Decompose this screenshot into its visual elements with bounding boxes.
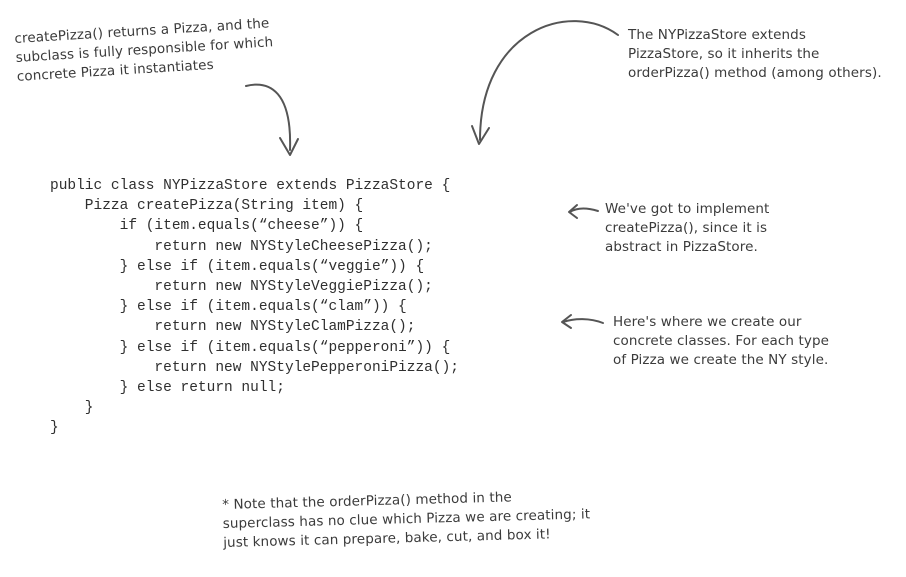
note-line: Here's where we create our: [613, 314, 802, 330]
arrow-implement: [569, 207, 599, 213]
code-line: return new NYStyleVeggiePizza();: [50, 279, 433, 296]
code-line: } else return null;: [50, 380, 285, 397]
arrowhead-concrete: [561, 314, 572, 329]
note-line: PizzaStore, so it inherits the: [628, 46, 820, 62]
code-line: public class NYPizzaStore extends PizzaS…: [50, 178, 451, 194]
code-line: }: [50, 420, 59, 437]
code-line: } else if (item.equals(“veggie”)) {: [50, 258, 425, 275]
code-listing: public class NYPizzaStore extends PizzaS…: [50, 176, 459, 439]
code-line: }: [50, 400, 94, 417]
footnote: * Note that the orderPizza() method in t…: [222, 486, 591, 553]
code-line: } else if (item.equals(“pepperoni”)) {: [50, 339, 451, 356]
note-line: abstract in PizzaStore.: [605, 239, 758, 255]
arrowhead-implement: [568, 204, 578, 219]
arrowhead-extends: [471, 125, 490, 145]
code-line: Pizza createPizza(String item) {: [50, 198, 364, 215]
note-line: The NYPizzaStore extends: [628, 27, 806, 43]
note-extends: The NYPizzaStore extends PizzaStore, so …: [628, 26, 882, 83]
note-line: We've got to implement: [605, 201, 770, 217]
code-line: } else if (item.equals(“clam”)) {: [50, 299, 407, 316]
code-line: if (item.equals(“cheese”)) {: [50, 218, 364, 235]
arrow-createpizza: [245, 83, 292, 151]
code-line: return new NYStyleCheesePizza();: [50, 238, 433, 255]
note-line: of Pizza we create the NY style.: [613, 352, 829, 368]
arrowhead-createpizza: [279, 137, 299, 156]
note-line: concrete classes. For each type: [613, 333, 830, 349]
arrow-concrete: [562, 318, 604, 324]
note-concrete: Here's where we create our concrete clas…: [613, 313, 829, 370]
code-line: return new NYStylePepperoniPizza();: [50, 359, 459, 376]
code-line: return new NYStyleClamPizza();: [50, 319, 416, 336]
arrow-extends: [479, 20, 619, 141]
note-implement: We've got to implement createPizza(), si…: [605, 200, 769, 257]
note-line: createPizza(), since it is: [605, 220, 768, 236]
note-line: orderPizza() method (among others).: [628, 65, 882, 81]
